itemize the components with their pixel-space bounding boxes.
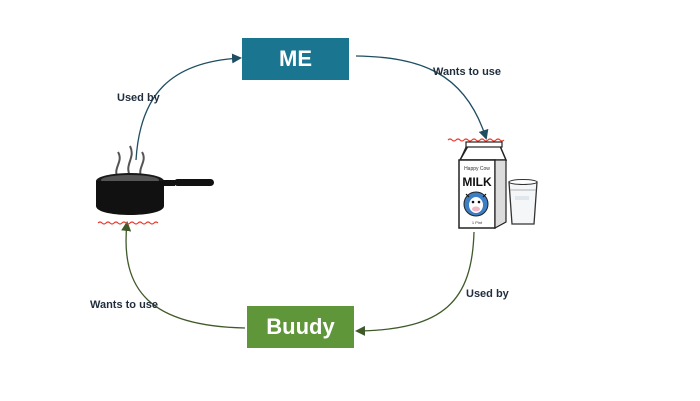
arrow-me-to-milk [355,55,489,140]
node-buudy-label: Buudy [266,314,335,339]
arrow-milk-to-buudy [355,231,475,336]
edge-label-me-to-milk: Wants to use [433,66,502,78]
edge-label-milk-to-buudy: Used by [466,288,509,300]
arrow-buudy-to-pot [121,221,246,329]
node-me-label: ME [279,46,312,71]
node-buudy: Buudy [247,306,354,348]
edge-label-pot-to-me: Used by [117,92,160,104]
glass-of-milk-icon [508,179,538,225]
cooking-pot-icon [96,145,214,225]
milk-brand: Happy Cow [464,166,490,172]
node-me: ME [242,38,349,80]
milk-carton-icon: Happy Cow MILK 1 Pint [447,138,508,230]
milk-title: MILK [462,175,492,189]
edge-label-buudy-to-pot: Wants to use [90,299,159,311]
arrow-pot-to-me [135,53,242,161]
milk-size: 1 Pint [472,220,483,225]
